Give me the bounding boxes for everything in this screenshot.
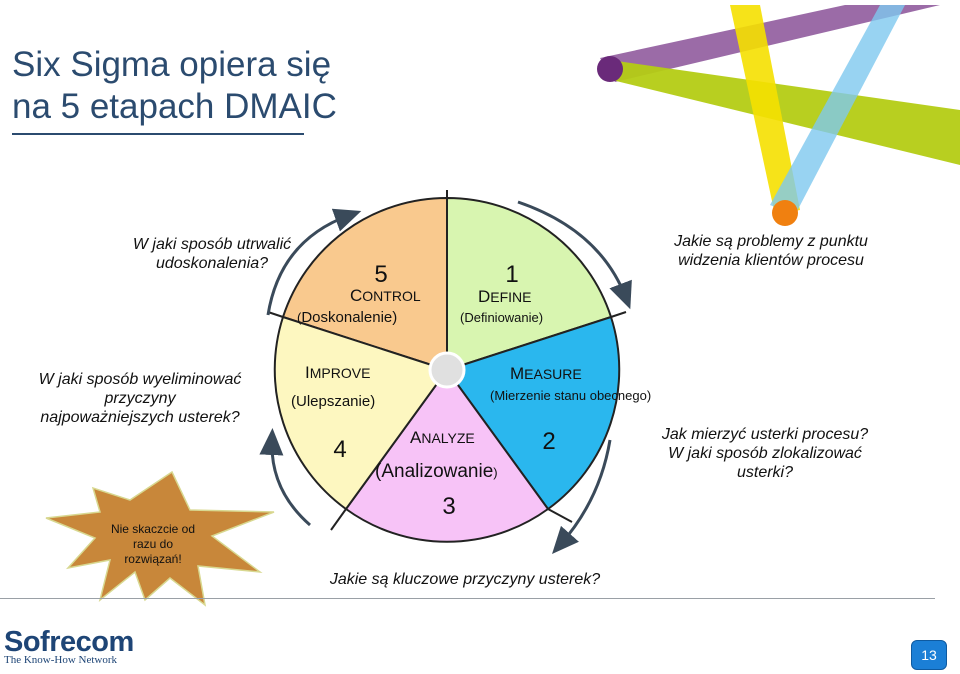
page-number-badge: 13 — [911, 640, 947, 670]
decorative-stripes — [597, 5, 960, 226]
question-analyze: Jakie są kluczowe przyczyny usterek? — [329, 571, 601, 588]
analyze-number: 3 — [442, 493, 455, 520]
starburst-line-3: rozwiązań! — [124, 552, 181, 566]
stripe-green — [610, 60, 960, 165]
stripe-dot-purple — [597, 56, 623, 82]
page-title: Six Sigma opiera się na 5 etapach DMAIC — [12, 45, 337, 126]
starburst-line-1: Nie skaczcie od — [111, 522, 195, 536]
control-sub: (Doskonalenie) — [297, 309, 397, 326]
question-define: Jakie są problemy z punktu widzenia klie… — [674, 233, 868, 269]
stripe-dot-orange — [772, 200, 798, 226]
arrow-analyze-improve — [259, 428, 311, 527]
brand-logo: Sofrecom — [4, 626, 134, 658]
title-underline — [12, 133, 304, 135]
brand-tagline: The Know-How Network — [4, 654, 118, 666]
starburst-line-2: razu do — [133, 537, 173, 551]
question-improve: W jaki sposób wyeliminować przyczyny naj… — [38, 371, 242, 426]
arrow-measure-analyze — [552, 439, 612, 554]
measure-number: 2 — [542, 428, 555, 455]
define-number: 1 — [505, 261, 518, 288]
wheel-hub — [428, 351, 466, 389]
define-name: DEFINE — [478, 287, 532, 306]
segment-improve — [273, 315, 449, 511]
stripe-purple — [600, 5, 940, 82]
cycle-arrows — [259, 200, 632, 554]
question-measure: Jak mierzyć usterki procesu? W jaki spos… — [661, 426, 869, 481]
segment-measure — [445, 315, 621, 511]
measure-sub: (Mierzenie stanu obecnego) — [490, 388, 651, 403]
starburst-shape — [45, 470, 275, 607]
improve-name: IMPROVE — [305, 363, 370, 382]
stripe-blue — [770, 5, 905, 215]
stripe-yellow — [730, 5, 800, 215]
question-control: W jaki sposób utrwalić udoskonalenia? — [132, 236, 292, 272]
measure-name: MEASURE — [510, 364, 582, 383]
control-name: CONTROL — [350, 286, 421, 305]
footer-divider — [0, 598, 935, 599]
warning-starburst: Nie skaczcie od razu do rozwiązań! — [45, 470, 275, 607]
dmaic-wheel — [267, 190, 627, 543]
arrow-define-measure — [517, 200, 632, 310]
analyze-sub: (Analizowanie) — [375, 461, 498, 482]
control-number: 5 — [374, 261, 387, 288]
arrow-improve-control — [266, 208, 362, 316]
segment-analyze — [344, 368, 550, 543]
improve-sub: (Ulepszanie) — [291, 393, 375, 410]
define-sub: (Definiowanie) — [460, 310, 543, 325]
segment-define — [446, 196, 613, 372]
analyze-name: ANALYZE — [410, 428, 475, 447]
improve-number: 4 — [333, 436, 346, 463]
